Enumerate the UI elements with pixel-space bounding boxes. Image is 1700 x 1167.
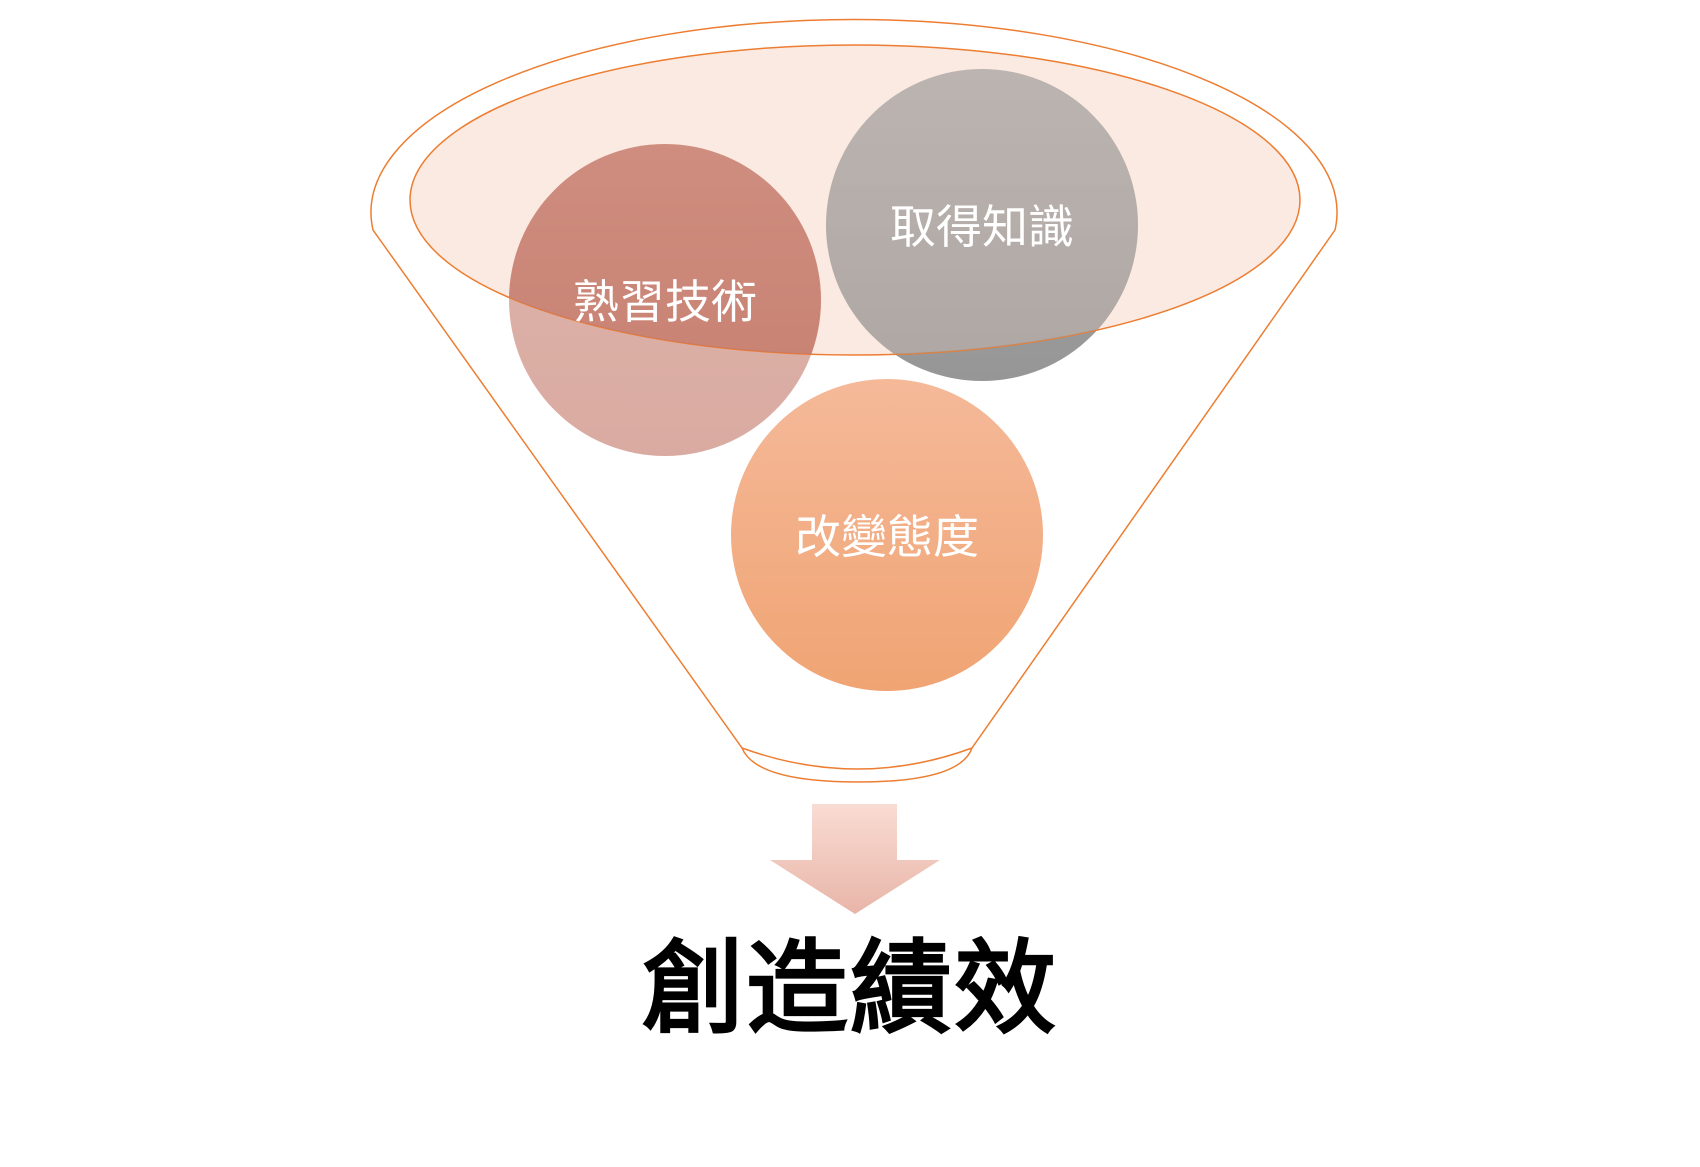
label-skill: 熟習技術 [573, 275, 757, 329]
circle-knowledge-in-mouth [826, 69, 1138, 355]
label-attitude: 改變態度 [795, 510, 979, 564]
circle-skill-in-mouth [509, 144, 821, 355]
label-knowledge: 取得知識 [890, 200, 1074, 254]
circle-attitude [731, 379, 1043, 691]
down-arrow-icon [770, 804, 940, 914]
result-label: 創造績效 [642, 930, 1058, 1049]
funnel-bottom-rim [741, 747, 973, 770]
